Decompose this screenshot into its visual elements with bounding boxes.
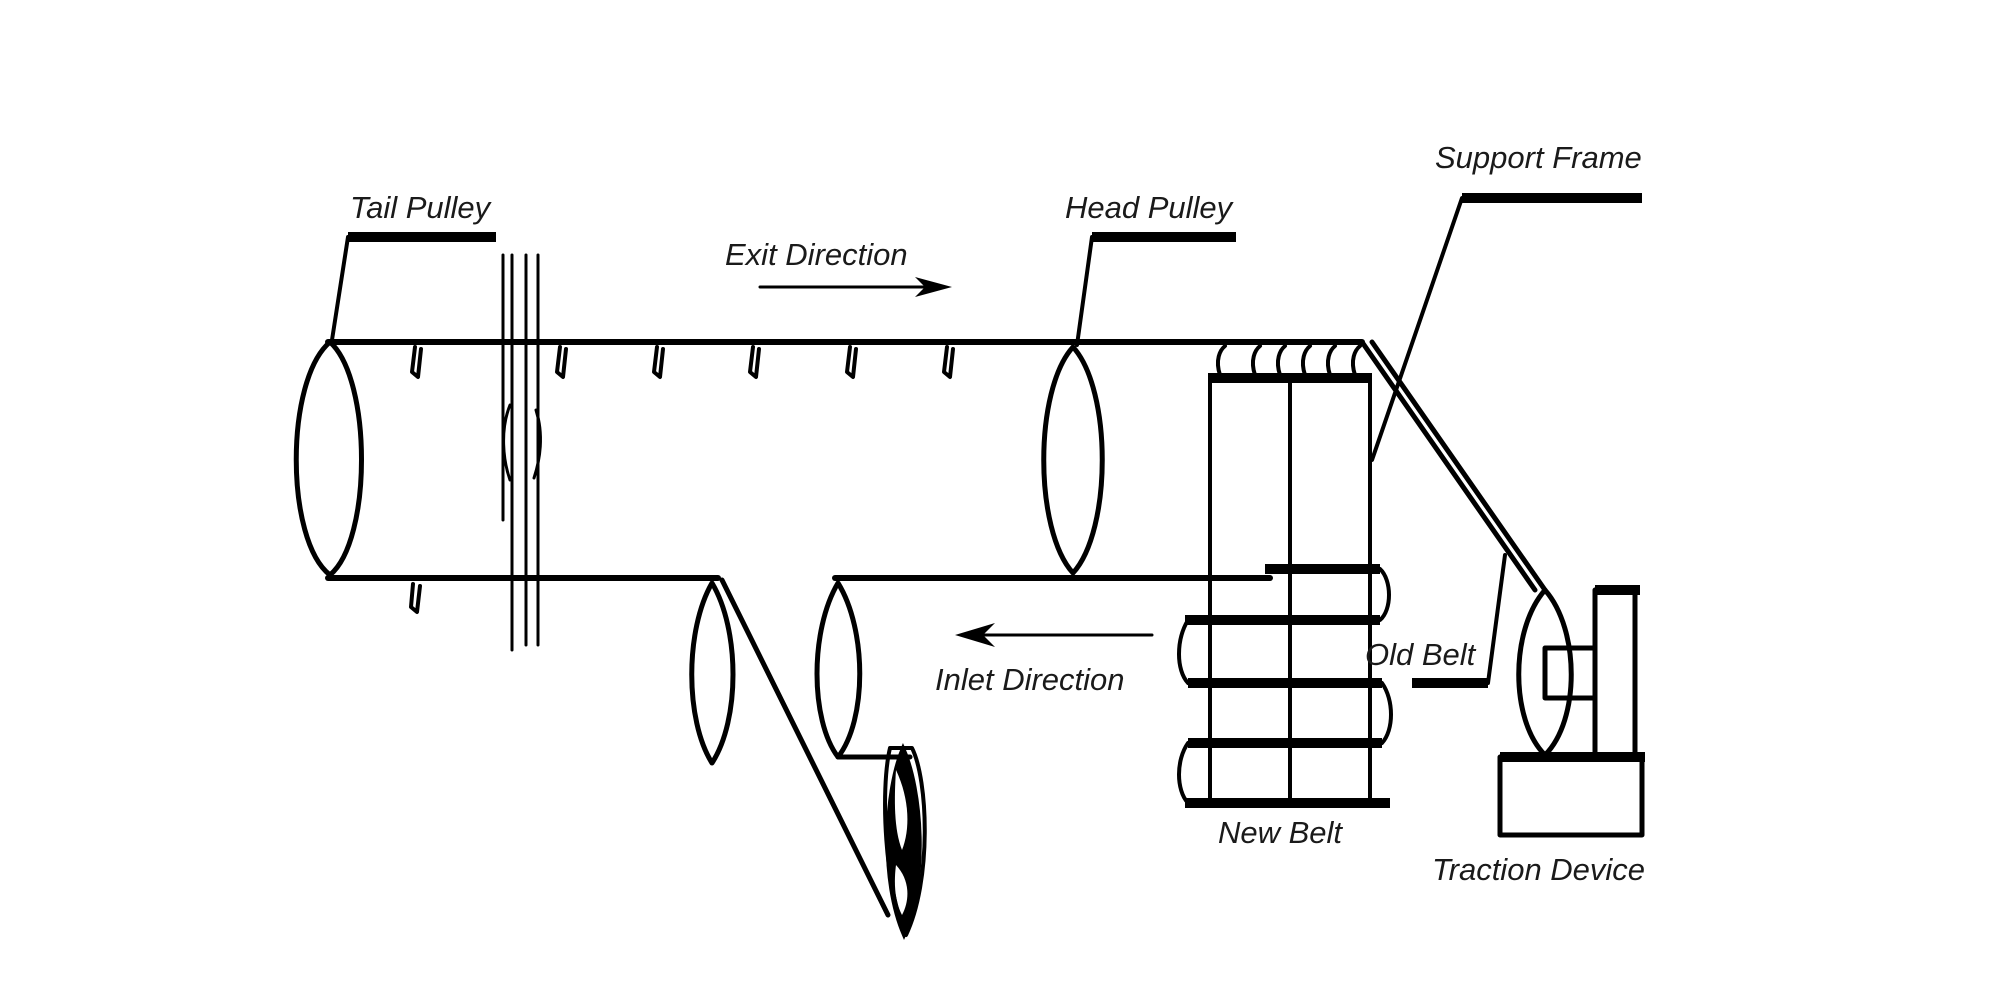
top-belt-run <box>325 339 1365 379</box>
leader-lines <box>330 193 1642 688</box>
exit-direction-arrow <box>758 277 952 297</box>
snub-pulleys <box>689 577 927 941</box>
inlet-direction-arrow <box>955 623 1154 647</box>
label-tail-pulley: Tail Pulley <box>350 190 493 225</box>
label-support-frame: Support Frame <box>1435 140 1642 175</box>
label-inlet-direction: Inlet Direction <box>935 662 1125 697</box>
label-head-pulley: Head Pulley <box>1065 190 1235 225</box>
old-belt-line <box>1359 339 1548 593</box>
label-old-belt: Old Belt <box>1365 637 1477 672</box>
tail-stand <box>501 253 542 652</box>
head-pulley <box>1041 344 1105 576</box>
label-exit-direction: Exit Direction <box>725 237 908 272</box>
bottom-belt-run <box>325 575 1273 614</box>
traction-device <box>1497 585 1645 838</box>
label-traction-device: Traction Device <box>1432 852 1645 887</box>
tail-pulley <box>293 339 364 578</box>
belt-roll-assembly <box>1177 344 1393 808</box>
label-new-belt: New Belt <box>1218 815 1343 850</box>
